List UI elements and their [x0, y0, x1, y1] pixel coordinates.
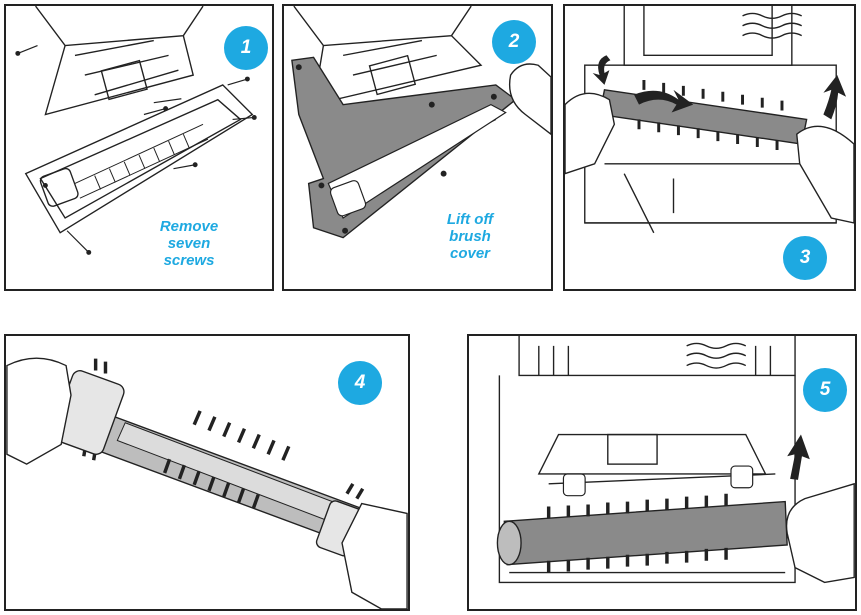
rotate-arrow-icon [634, 89, 694, 113]
vacuum-base-illustration [15, 6, 257, 255]
step-number: 2 [508, 31, 520, 52]
step-number: 1 [240, 37, 252, 58]
hand-icon [508, 63, 551, 136]
step-1-panel: 1 Remove seven screws [4, 4, 274, 291]
rotate-arrow-icon [592, 55, 611, 85]
brushroll-illustration [496, 336, 855, 584]
caption-line: brush [449, 228, 491, 245]
caption-line: Lift off [446, 211, 494, 228]
caption-line: cover [449, 245, 491, 262]
step-number-badge: 4 [338, 361, 382, 405]
caption-line: screws [163, 252, 215, 269]
step-caption: Remove seven screws [154, 218, 224, 269]
brush-cover-illustration [291, 6, 551, 239]
caption-line: Remove [159, 218, 219, 235]
step-number-badge: 1 [224, 26, 268, 70]
up-arrow-icon [787, 434, 810, 480]
step-number-badge: 5 [803, 368, 847, 412]
step-3-panel: 3 [563, 4, 856, 291]
step-number: 5 [819, 379, 831, 400]
caption-line: seven [167, 235, 211, 252]
step-2-panel: 2 Lift off brush cover [282, 4, 553, 291]
step-4-panel: 4 [4, 334, 410, 611]
step-number: 3 [799, 247, 811, 268]
hand-icon [6, 357, 408, 609]
screw-icon [15, 50, 257, 255]
step-number-badge: 2 [492, 20, 536, 64]
brushroll-illustration [6, 357, 408, 609]
hand-icon [565, 92, 854, 224]
up-arrow-icon [823, 75, 847, 120]
step-caption: Lift off brush cover [434, 211, 506, 262]
step-5-panel: 5 [467, 334, 857, 611]
step-number-badge: 3 [783, 236, 827, 280]
hand-icon [785, 482, 855, 584]
step-number: 4 [354, 372, 366, 393]
brushroll-illustration [565, 6, 854, 234]
